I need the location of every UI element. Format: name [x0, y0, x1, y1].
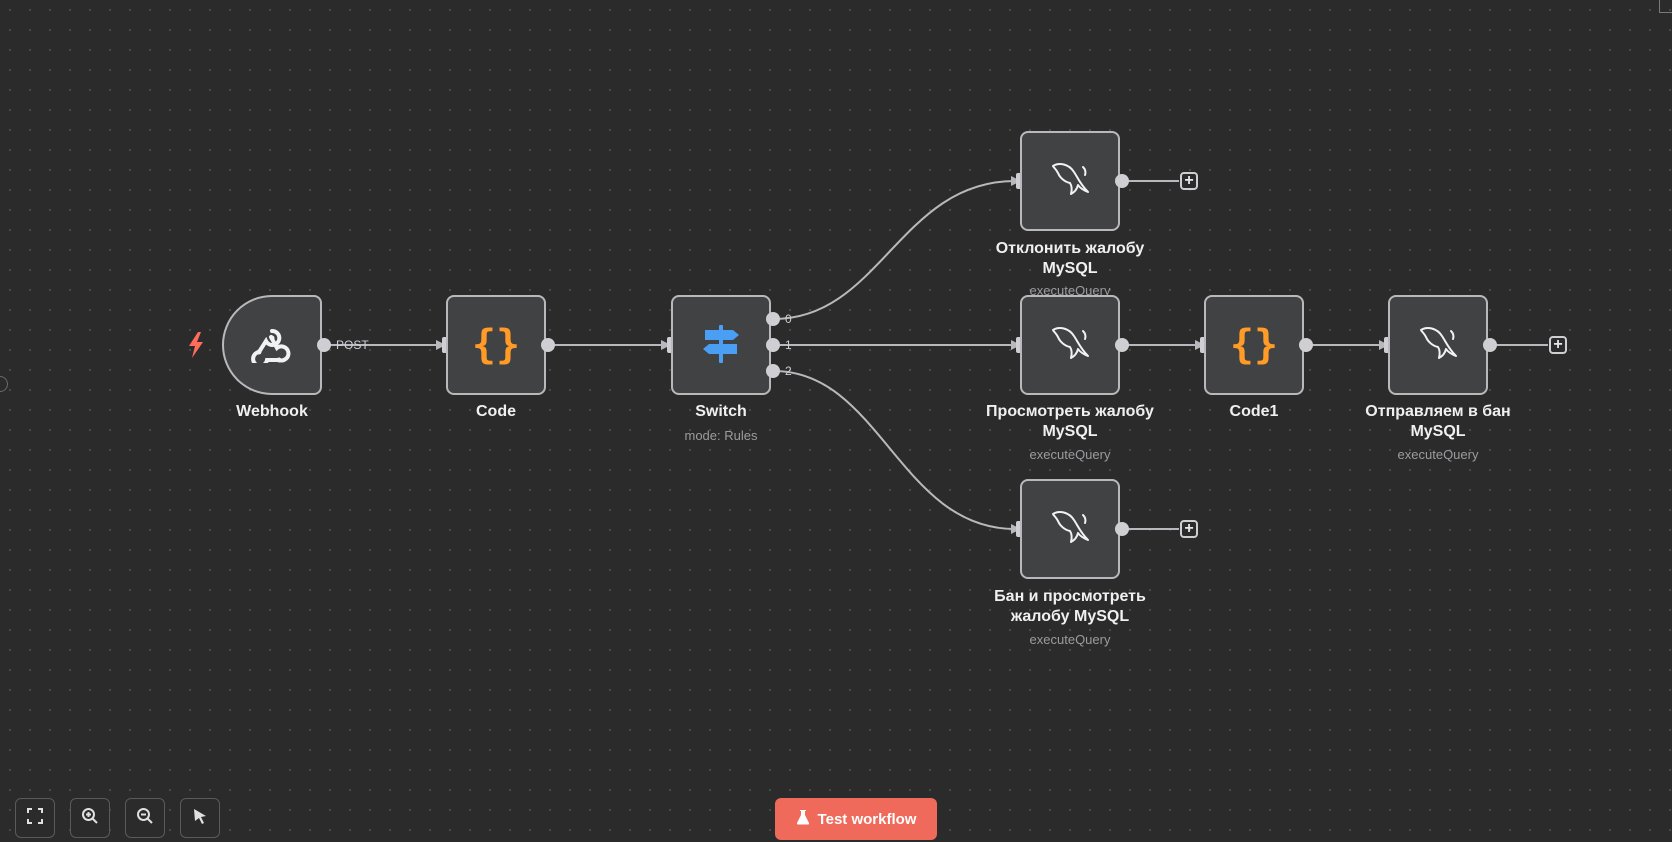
node-view-label-line2: MySQL [1042, 423, 1098, 440]
connection-switch-banview [773, 370, 1016, 530]
code1-output-handle[interactable] [1299, 338, 1313, 352]
switch-output-0-label: 0 [785, 312, 792, 326]
fit-view-icon [27, 807, 43, 829]
node-webhook[interactable] [222, 295, 322, 395]
zoom-out-icon [136, 807, 154, 830]
node-reject-subtitle: executeQuery [1029, 283, 1111, 295]
sendban-output-handle[interactable] [1483, 338, 1497, 352]
node-code1-label: Code1 [1229, 403, 1279, 420]
node-sendban-mysql[interactable] [1388, 295, 1488, 395]
node-banview-label-line2: жалобу MySQL [1010, 608, 1130, 625]
view-output-handle[interactable] [1115, 338, 1129, 352]
node-banview-label-line1: Бан и просмотреть [994, 588, 1146, 605]
webhook-output-handle[interactable] [317, 338, 331, 352]
node-view-label-line1: Просмотреть жалобу [986, 403, 1154, 420]
zoom-in-button[interactable] [70, 798, 110, 838]
node-switch-label: Switch [695, 403, 747, 420]
banview-output-handle[interactable] [1115, 522, 1129, 536]
node-view-subtitle: executeQuery [1029, 447, 1111, 462]
test-workflow-button[interactable]: Test workflow [775, 798, 937, 840]
node-sendban-label-line2: MySQL [1410, 423, 1466, 440]
sendban-add-node-button[interactable]: + [1549, 336, 1567, 354]
node-banview-mysql[interactable] [1020, 479, 1120, 579]
trigger-bolt-icon [188, 332, 204, 363]
mysql-dolphin-icon [1047, 504, 1093, 555]
node-sendban-label-line1: Отправляем в бан [1365, 403, 1511, 420]
reject-output-handle[interactable] [1115, 174, 1129, 188]
webhook-icon [249, 323, 295, 368]
switch-output-2-label: 2 [785, 364, 792, 378]
signpost-icon [699, 321, 743, 370]
fit-view-button[interactable] [15, 798, 55, 838]
switch-output-0-handle[interactable] [766, 312, 780, 326]
node-code1[interactable]: {} [1204, 295, 1304, 395]
node-reject-mysql[interactable] [1020, 131, 1120, 231]
node-switch-subtitle: mode: Rules [684, 428, 758, 443]
node-code[interactable]: {} [446, 295, 546, 395]
node-reject-label-line1: Отклонить жалобу [995, 240, 1145, 257]
node-banview-subtitle: executeQuery [1029, 632, 1111, 647]
node-sendban-subtitle: executeQuery [1397, 447, 1479, 462]
zoom-in-icon [81, 807, 99, 830]
tidy-up-button[interactable] [180, 798, 220, 838]
switch-output-2-handle[interactable] [766, 364, 780, 378]
mysql-dolphin-icon [1415, 320, 1461, 371]
node-reject-label-line2: MySQL [1042, 260, 1098, 277]
reject-add-node-button[interactable]: + [1180, 172, 1198, 190]
code-braces-icon: {} [471, 322, 521, 368]
connection-switch-reject [773, 180, 1016, 320]
code-output-handle[interactable] [541, 338, 555, 352]
canvas-corner-marker [1659, 0, 1672, 13]
node-code-label: Code [476, 403, 516, 420]
arrowhead [436, 340, 446, 350]
mysql-dolphin-icon [1047, 156, 1093, 207]
code-braces-icon: {} [1229, 322, 1279, 368]
mysql-dolphin-icon [1047, 320, 1093, 371]
banview-add-node-button[interactable]: + [1180, 520, 1198, 538]
test-workflow-label: Test workflow [817, 810, 917, 828]
node-switch[interactable] [671, 295, 771, 395]
tidy-up-icon [191, 807, 209, 830]
node-view-mysql[interactable] [1020, 295, 1120, 395]
switch-output-1-label: 1 [785, 338, 792, 352]
node-webhook-label: Webhook [236, 403, 308, 420]
webhook-output-label: POST [336, 338, 369, 352]
arrowhead [661, 340, 671, 350]
zoom-out-button[interactable] [125, 798, 165, 838]
switch-output-1-handle[interactable] [766, 338, 780, 352]
flask-icon [796, 809, 810, 829]
